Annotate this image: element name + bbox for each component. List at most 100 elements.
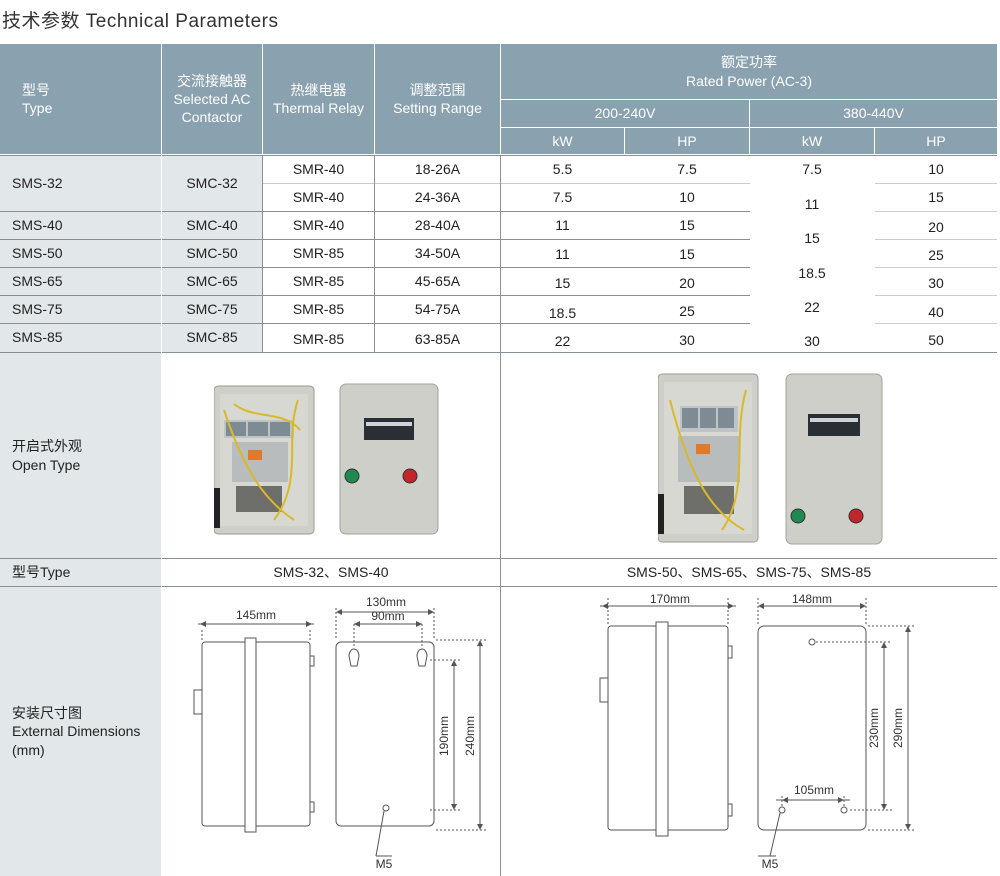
contactor-cell: SMC-40 bbox=[186, 217, 238, 234]
kw1-cell: 22 bbox=[554, 333, 571, 350]
large-enclosures-image bbox=[658, 373, 883, 545]
relay-header-cn: 热继电器 bbox=[290, 81, 347, 98]
kw2-cell: 7.5 bbox=[802, 161, 822, 178]
hdr-sep bbox=[500, 44, 501, 155]
hdr-sep bbox=[874, 127, 875, 155]
type-cell: SMS-50 bbox=[12, 245, 63, 262]
large-hole-height-label: 230mm bbox=[867, 708, 881, 748]
kw1-header: kW bbox=[501, 128, 624, 154]
col-divider bbox=[374, 155, 375, 352]
hdr-sep bbox=[374, 44, 375, 155]
hp1-cell: 10 bbox=[679, 189, 695, 206]
range-header: 调整范围 Setting Range bbox=[375, 44, 500, 154]
contactor-column-bg bbox=[162, 155, 262, 352]
hp2-cell: 15 bbox=[928, 189, 944, 206]
relay-cell: SMR-85 bbox=[292, 273, 345, 290]
kw2-cell: 22 bbox=[804, 299, 820, 316]
large-depth-label: 148mm bbox=[792, 594, 832, 606]
relay-header: 热继电器 Thermal Relay bbox=[263, 44, 374, 154]
dimensions-label-en2: (mm) bbox=[12, 741, 45, 758]
large-hole-span-label: 105mm bbox=[794, 783, 834, 797]
hp1-cell: 25 bbox=[679, 303, 695, 320]
dimensions-label-cn: 安装尺寸图 bbox=[12, 705, 82, 722]
open-type-label: 开启式外观 Open Type bbox=[0, 353, 161, 558]
page-title: 技术参数 Technical Parameters bbox=[2, 11, 279, 32]
small-depth-label: 130mm bbox=[366, 595, 406, 609]
kw2-cell: 15 bbox=[804, 230, 820, 247]
col-divider bbox=[262, 155, 263, 352]
hp1-cell: 30 bbox=[679, 332, 695, 349]
type-cell: SMS-85 bbox=[12, 329, 63, 346]
type-header-en: Type bbox=[22, 100, 53, 116]
range-cell: 18-26A bbox=[414, 161, 461, 178]
table-bottom-line bbox=[0, 352, 997, 353]
contactor-cell: SMC-85 bbox=[186, 329, 238, 346]
small-screw-label: M5 bbox=[376, 857, 393, 870]
row-divider bbox=[0, 323, 750, 324]
row-divider bbox=[0, 155, 997, 156]
hp2-cell: 20 bbox=[928, 219, 944, 236]
hp1-cell: 7.5 bbox=[677, 161, 697, 178]
kw2-cell: 18.5 bbox=[798, 265, 826, 282]
kw1-cell: 7.5 bbox=[552, 189, 573, 206]
small-hole-span-label: 90mm bbox=[371, 609, 404, 623]
hp1-cell: 20 bbox=[679, 275, 695, 292]
contactor-header-en1: Selected AC bbox=[173, 90, 251, 107]
hp2-divider bbox=[875, 239, 997, 240]
body-sep bbox=[161, 155, 162, 876]
relay-cell: SMR-85 bbox=[292, 301, 345, 318]
relay-header-en: Thermal Relay bbox=[272, 100, 365, 116]
relay-cell: SMR-40 bbox=[292, 161, 345, 178]
row-divider bbox=[0, 211, 750, 212]
hp2-divider bbox=[875, 211, 997, 212]
hdr-sep bbox=[161, 44, 162, 155]
type-column-bg bbox=[0, 155, 161, 352]
model-right: SMS-50、SMS-65、SMS-75、SMS-85 bbox=[626, 564, 872, 581]
small-width-label: 145mm bbox=[236, 608, 276, 622]
large-dimension-drawing: 170mm 148mm 105mm 230mm 290mm M5 bbox=[599, 594, 916, 870]
small-height-label: 240mm bbox=[463, 716, 477, 756]
contactor-cell: SMC-65 bbox=[186, 273, 238, 290]
range-cell: 28-40A bbox=[414, 217, 461, 234]
kw1-cell: 11 bbox=[555, 217, 570, 234]
voltage-380-header: 380-440V bbox=[750, 100, 997, 127]
large-width-label: 170mm bbox=[650, 594, 690, 606]
power-header-en: Rated Power (AC-3) bbox=[685, 72, 813, 89]
power-header: 额定功率 Rated Power (AC-3) bbox=[501, 44, 997, 99]
relay-cell: SMR-85 bbox=[292, 245, 345, 262]
hp2-divider bbox=[875, 295, 997, 296]
hp2-header: HP bbox=[875, 128, 997, 154]
model-left: SMS-32、SMS-40 bbox=[273, 564, 389, 581]
hp2-cell: 40 bbox=[928, 304, 944, 321]
hp1-header: HP bbox=[625, 128, 749, 154]
contactor-cell: SMC-75 bbox=[186, 301, 238, 318]
type-cell: SMS-75 bbox=[12, 301, 63, 318]
type-header: 型号 Type bbox=[0, 44, 161, 154]
hp2-divider bbox=[875, 183, 997, 184]
row-divider bbox=[0, 295, 750, 296]
hp2-cell: 50 bbox=[928, 332, 944, 349]
row-divider bbox=[263, 183, 750, 184]
kw1-cell: 15 bbox=[554, 275, 571, 292]
kw2-header: kW bbox=[750, 128, 874, 154]
hdr-sep bbox=[624, 127, 625, 155]
dimensions-label: 安装尺寸图 External Dimensions (mm) bbox=[0, 587, 161, 876]
hp2-divider bbox=[875, 323, 997, 324]
col-divider bbox=[500, 155, 501, 876]
open-type-label-en: Open Type bbox=[12, 456, 81, 473]
kw2-cell: 30 bbox=[804, 333, 820, 350]
parameters-sheet: 型号 Type 交流接触器 Selected AC Contactor 热继电器… bbox=[0, 44, 997, 876]
contactor-cell: SMC-50 bbox=[186, 245, 238, 262]
hp2-cell: 30 bbox=[928, 275, 944, 292]
kw1-cell: 18.5 bbox=[548, 305, 577, 322]
type-cell: SMS-32 bbox=[12, 174, 63, 191]
model-label-bg bbox=[0, 559, 161, 586]
power-header-cn: 额定功率 bbox=[721, 54, 777, 71]
hp1-cell: 15 bbox=[679, 246, 695, 263]
open-type-bottom-line bbox=[0, 558, 997, 559]
range-cell: 24-36A bbox=[414, 189, 461, 206]
relay-cell: SMR-85 bbox=[292, 331, 345, 348]
kw1-cell: 5.5 bbox=[552, 161, 573, 178]
type-cell: SMS-40 bbox=[12, 217, 63, 234]
model-row-bottom-line bbox=[0, 586, 997, 587]
